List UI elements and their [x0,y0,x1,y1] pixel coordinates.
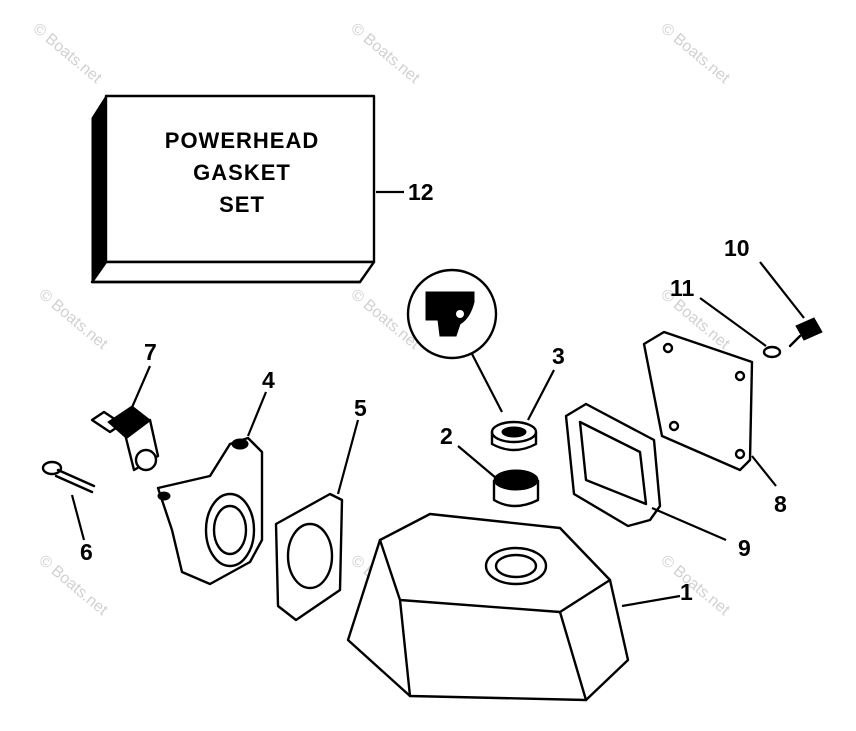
seal-detail-inset [406,268,503,413]
watermark: © Boats.net [347,20,423,87]
watermark: © Boats.net [35,552,111,619]
callout-5: 5 [354,395,367,421]
callout-8: 8 [774,491,787,517]
part-10-screw [759,261,823,348]
part-4-housing [156,391,268,586]
callout-4: 4 [262,367,275,393]
part-2-bushing [457,445,540,508]
watermark: © Boats.net [35,286,111,353]
callout-7: 7 [144,339,157,365]
callout-1: 1 [680,579,693,605]
watermark: © Boats.net [29,20,105,87]
callout-labels: 1 2 3 4 5 6 7 8 9 10 11 12 [80,179,787,605]
watermark: © Boats.net [657,552,733,619]
callout-3: 3 [552,343,565,369]
gasket-box-line-1: POWERHEAD [165,128,319,153]
gasket-box-line-3: SET [219,192,265,217]
callout-9: 9 [738,535,751,561]
part-8-cover [642,330,777,487]
part-5-gasket [274,419,360,622]
gasket-box-line-2: GASKET [193,160,291,185]
callout-10: 10 [724,235,750,261]
callout-11: 11 [670,275,695,301]
part-9-gasket [564,402,727,542]
part-6-screw [41,460,96,541]
gasket-set-box: POWERHEAD GASKET SET [90,94,404,284]
part-3-seal [490,369,555,452]
part-11-washer [699,297,782,359]
callout-6: 6 [80,539,93,565]
callout-2: 2 [440,423,453,449]
watermark: © Boats.net [657,20,733,87]
part-7-fitting [90,365,160,472]
part-1-housing [346,512,681,702]
callout-12: 12 [408,179,434,205]
